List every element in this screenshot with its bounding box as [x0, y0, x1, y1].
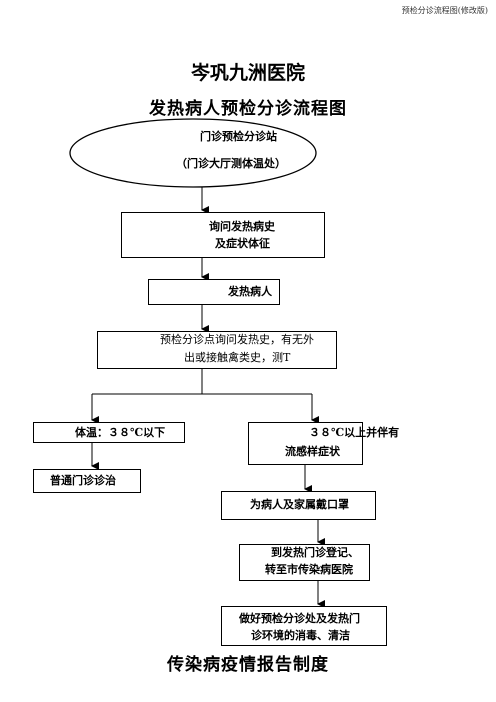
footer-title: 传染病疫情报告制度 [167, 655, 329, 675]
mask-node-label: 为病人及家属戴口罩 [250, 498, 349, 511]
outpatient-node-label: 普通门诊诊治 [50, 474, 116, 487]
transfer-node [239, 544, 370, 581]
disinfect-node-line1: 做好预检分诊处及发热门 [239, 612, 360, 625]
inquire-node-line2: 及症状体征 [215, 237, 270, 250]
triage-node-line1: 预检分诊点询问发热史，有无外 [160, 333, 314, 346]
outpatient-node [33, 469, 141, 493]
inquire-node-line1: 询问发热病史 [209, 220, 275, 233]
header-note: 预检分诊流程图(修改版) [401, 6, 488, 15]
high-temp-node-line2: 流感样症状 [285, 445, 340, 458]
inquire-node [121, 212, 325, 258]
high-temp-node [248, 422, 363, 465]
fever-node-label: 发热病人 [228, 285, 272, 298]
hospital-name: 岑巩九洲医院 [190, 62, 305, 84]
diagram-title: 发热病人预检分诊流程图 [149, 99, 347, 119]
triage-node [97, 331, 337, 369]
transfer-node-line2: 转至市传染病医院 [265, 563, 353, 576]
disinfect-node-line2: 诊环境的消毒、清洁 [251, 629, 350, 642]
start-node-line2: （门诊大厅测体温处） [176, 157, 286, 170]
start-node-shape [69, 118, 317, 188]
triage-node-line2: 出或接触禽类史，测T [184, 351, 291, 364]
low-temp-node [33, 422, 185, 443]
fever-node [148, 279, 280, 305]
start-node-line1: 门诊预检分诊站 [200, 130, 277, 143]
low-temp-node-label: 体温：３８℃以下 [75, 426, 166, 439]
mask-node [221, 491, 376, 520]
transfer-node-line1: 到发热门诊登记、 [271, 546, 359, 559]
disinfect-node [221, 606, 387, 646]
high-temp-node-line1: ３８℃以上并伴有 [309, 426, 400, 439]
